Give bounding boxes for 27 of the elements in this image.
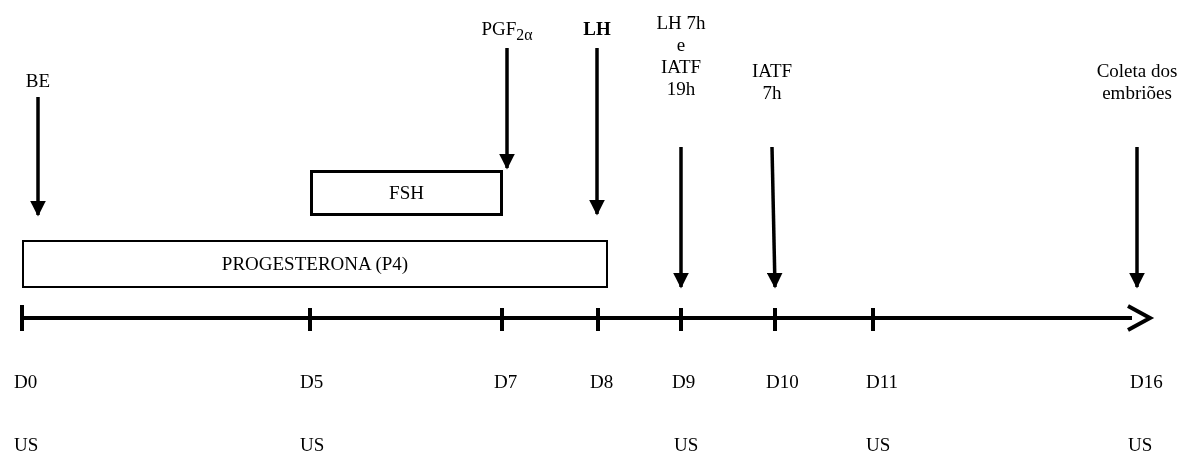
event-label: LH 7h e IATF 19h (656, 12, 706, 138)
timeline-label: US (674, 434, 699, 456)
timeline-label: US (14, 434, 39, 456)
timeline-label: US (300, 434, 325, 456)
event-label: BE (14, 70, 62, 92)
timeline-label: D11 (866, 371, 899, 393)
timeline-label: D9 (672, 371, 696, 393)
arrow (499, 48, 515, 170)
timeline-label: US (1128, 434, 1153, 456)
arrow (673, 147, 689, 289)
arrow (589, 48, 605, 216)
timeline-label: D5 (300, 371, 324, 393)
timeline-label: D8 (590, 371, 614, 393)
arrow (30, 97, 46, 217)
event-label: LH (572, 18, 622, 40)
bar-box: FSH (310, 170, 503, 216)
timeline-label: D0 (14, 371, 38, 393)
event-label: Coleta dos embriões (1082, 60, 1192, 104)
arrow (766, 146, 783, 289)
bar-box: PROGESTERONA (P4) (22, 240, 608, 288)
timeline-label: D10 (766, 371, 799, 393)
timeline-label: D7 (494, 371, 518, 393)
timeline-label: D16 (1130, 371, 1163, 393)
timeline-label: US (866, 434, 891, 456)
event-label: PGF$_{2α}$ (462, 18, 552, 44)
event-label: IATF 7h (747, 60, 797, 136)
arrow (1129, 147, 1145, 289)
